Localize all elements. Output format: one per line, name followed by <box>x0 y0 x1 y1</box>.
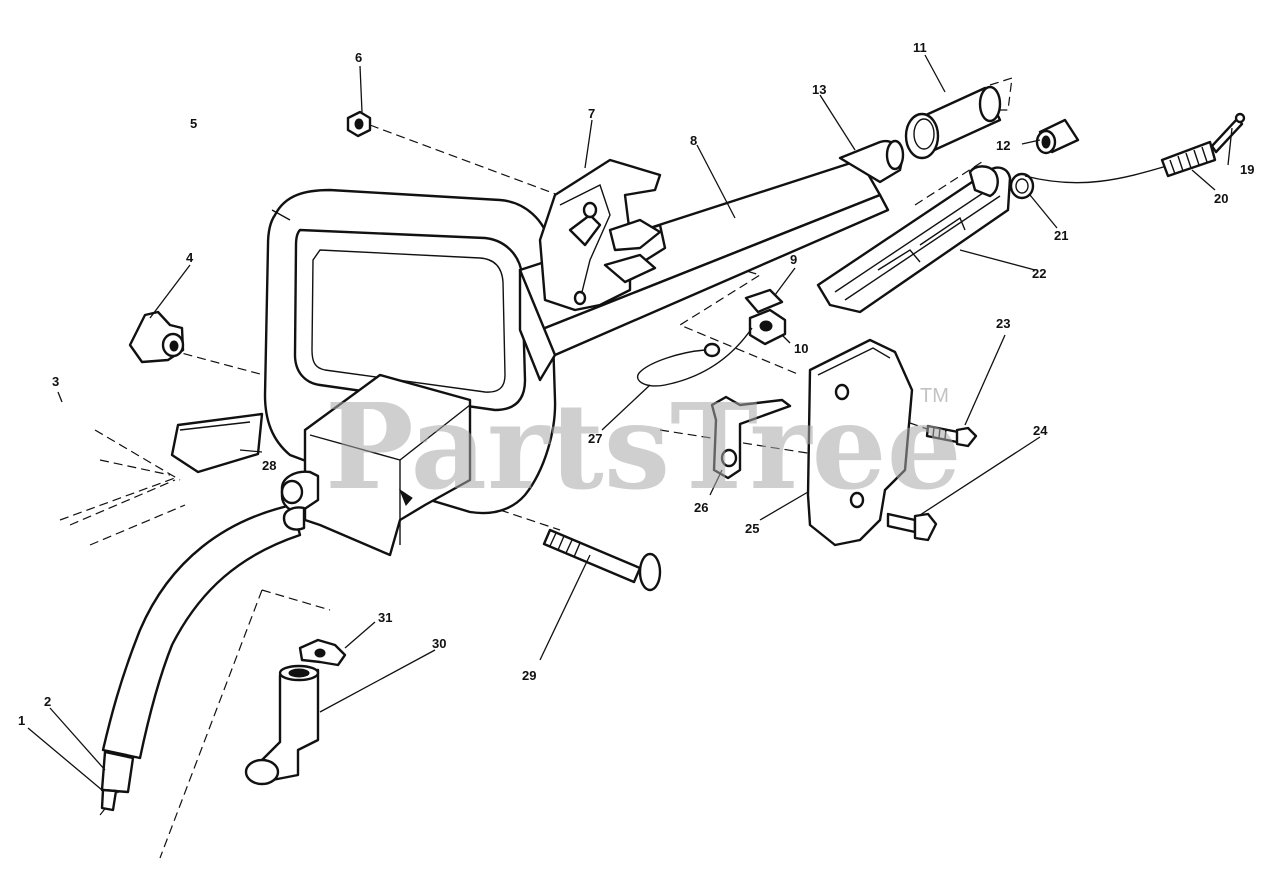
part-12-bushing <box>1035 118 1080 155</box>
callout-21: 21 <box>1054 228 1068 243</box>
part-11-sleeve <box>904 85 1002 160</box>
part-5-handle <box>263 188 557 557</box>
callout-4: 4 <box>186 250 194 265</box>
part-9-switch-boot <box>744 288 784 314</box>
callout-26: 26 <box>694 500 708 515</box>
part-23-screw <box>925 424 978 448</box>
callout-1: 1 <box>18 713 25 728</box>
callout-12: 12 <box>996 138 1010 153</box>
part-24-screw <box>886 512 938 542</box>
callout-29: 29 <box>522 668 536 683</box>
part-27-wire <box>637 327 753 387</box>
part-6-nut <box>346 110 372 138</box>
callout-9: 9 <box>790 252 797 267</box>
callout-6: 6 <box>355 50 362 65</box>
part-31-clip <box>298 638 347 667</box>
part-30-sleeve <box>244 664 320 786</box>
watermark-text: PartsTree <box>325 377 962 516</box>
part-10-switch <box>748 308 787 346</box>
part-7-bracket <box>538 158 667 312</box>
callout-22: 22 <box>1032 266 1046 281</box>
watermark: PartsTree TM <box>325 377 962 516</box>
callout-25: 25 <box>745 521 759 536</box>
part-4-knob <box>128 310 185 364</box>
part-28-label-strip <box>170 412 264 474</box>
callout-20: 20 <box>1214 191 1228 206</box>
callout-5: 5 <box>190 116 197 131</box>
callout-11: 11 <box>913 40 927 55</box>
part-3-shaft-ghost <box>59 459 176 521</box>
callout-27: 27 <box>588 431 602 446</box>
part-26-trigger <box>710 395 792 480</box>
callout-31: 31 <box>378 610 392 625</box>
callout-24: 24 <box>1033 423 1048 438</box>
part-25-side-cover <box>806 338 914 547</box>
callout-7: 7 <box>588 106 595 121</box>
leader-lines <box>27 54 1233 791</box>
callout-28: 28 <box>262 458 276 473</box>
part-13-collar <box>838 139 905 184</box>
callout-3: 3 <box>52 374 59 389</box>
callout-8: 8 <box>690 133 697 148</box>
callout-numbers: 1 2 3 4 5 6 7 8 9 10 11 12 13 19 20 21 2… <box>18 40 1254 728</box>
part-20-spring-cable <box>1024 112 1246 184</box>
part-22-channel <box>816 165 1012 314</box>
callout-19: 19 <box>1240 162 1254 177</box>
part-21-washer <box>1009 172 1035 200</box>
callout-13: 13 <box>812 82 826 97</box>
callout-10: 10 <box>794 341 808 356</box>
callout-2: 2 <box>44 694 51 709</box>
callout-23: 23 <box>996 316 1010 331</box>
callout-30: 30 <box>432 636 446 651</box>
part-29-bolt <box>542 528 662 592</box>
part-2-flex-hose <box>100 503 302 812</box>
watermark-trademark: TM <box>920 385 949 407</box>
